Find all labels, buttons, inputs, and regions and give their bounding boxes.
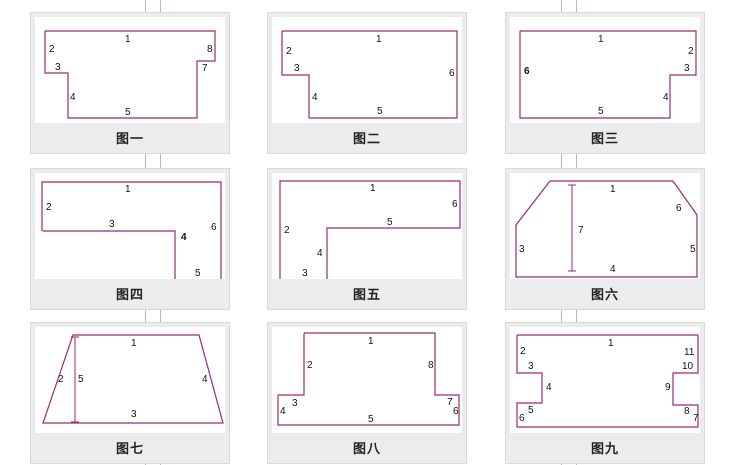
shape-outline bbox=[281, 30, 458, 119]
edge-label: 4 bbox=[663, 92, 669, 103]
edge-label: 4 bbox=[546, 382, 552, 393]
figure-card-4: 1 2 3 4 5 6 图四 bbox=[30, 168, 230, 310]
edge-label: 4 bbox=[280, 406, 286, 417]
edge-label: 4 bbox=[317, 248, 323, 259]
figure-card-9: 1 2 3 4 5 6 7 8 9 10 11 图九 bbox=[505, 322, 705, 464]
edge-label: 6 bbox=[453, 406, 459, 417]
edge-label: 7 bbox=[693, 413, 699, 424]
edge-label: 2 bbox=[688, 46, 694, 57]
figure-caption: 图五 bbox=[352, 287, 381, 302]
edge-label: 5 bbox=[195, 268, 201, 279]
edge-label: 3 bbox=[55, 62, 61, 73]
shape-outline bbox=[277, 332, 460, 426]
edge-label: 9 bbox=[665, 382, 671, 393]
edge-label: 4 bbox=[181, 232, 187, 243]
shape-outline bbox=[279, 180, 461, 279]
figure-drawing: 1 2 3 4 5 7 8 bbox=[35, 17, 225, 123]
figure-drawing: 1 2 3 4 5 6 7 8 9 10 11 bbox=[510, 327, 700, 433]
edge-label: 6 bbox=[676, 203, 682, 214]
edge-label: 2 bbox=[286, 46, 292, 57]
figure-caption: 图二 bbox=[352, 131, 381, 146]
edge-label: 10 bbox=[682, 361, 694, 372]
edge-label: 5 bbox=[528, 405, 534, 416]
figure-drawing: 1 2 3 4 5 6 bbox=[272, 173, 462, 279]
figure-drawing: 1 2 3 4 5 bbox=[35, 327, 225, 433]
figure-caption: 图四 bbox=[115, 287, 144, 302]
figure-caption: 图九 bbox=[590, 441, 619, 456]
edge-label: 6 bbox=[449, 68, 455, 79]
edge-label: 3 bbox=[684, 63, 690, 74]
edge-label: 7 bbox=[578, 225, 584, 236]
edge-label: 3 bbox=[302, 268, 308, 279]
figure-drawing: 1 2 3 4 5 6 bbox=[35, 173, 225, 279]
edge-label: 2 bbox=[58, 374, 64, 385]
edge-label: 4 bbox=[202, 374, 208, 385]
edge-label: 2 bbox=[307, 360, 313, 371]
figure-caption: 图七 bbox=[115, 441, 144, 456]
edge-label: 8 bbox=[684, 406, 690, 417]
edge-label: 1 bbox=[370, 183, 376, 194]
figure-card-8: 1 2 3 4 5 6 7 8 图八 bbox=[267, 322, 467, 464]
edge-label: 1 bbox=[125, 184, 131, 195]
edge-label: 2 bbox=[284, 225, 290, 236]
shape-outline bbox=[41, 181, 222, 279]
edge-label: 4 bbox=[312, 92, 318, 103]
edge-label: 5 bbox=[125, 107, 131, 118]
edge-label: 7 bbox=[447, 397, 453, 408]
shape-outline bbox=[515, 180, 698, 278]
figure-card-1: 1 2 3 4 5 7 8 图一 bbox=[30, 12, 230, 154]
edge-label: 7 bbox=[202, 63, 208, 74]
figure-card-5: 1 2 3 4 5 6 图五 bbox=[267, 168, 467, 310]
edge-label: 5 bbox=[690, 244, 696, 255]
edge-label: 6 bbox=[452, 199, 458, 210]
edge-label: 8 bbox=[207, 44, 213, 55]
figure-caption: 图八 bbox=[352, 441, 381, 456]
edge-label: 4 bbox=[610, 264, 616, 275]
edge-label: 1 bbox=[610, 184, 616, 195]
edge-label: 6 bbox=[524, 66, 530, 77]
figure-drawing: 1 3 4 5 6 7 bbox=[510, 173, 700, 279]
figure-card-6: 1 3 4 5 6 7 图六 bbox=[505, 168, 705, 310]
edge-label: 1 bbox=[376, 34, 382, 45]
edge-label: 2 bbox=[520, 346, 526, 357]
shape-outline bbox=[516, 334, 699, 428]
figure-caption: 图六 bbox=[590, 287, 619, 302]
edge-label: 2 bbox=[49, 44, 55, 55]
figure-drawing: 1 2 3 4 5 6 bbox=[272, 17, 462, 123]
edge-label: 2 bbox=[46, 202, 52, 213]
edge-label: 1 bbox=[598, 34, 604, 45]
edge-label: 1 bbox=[368, 336, 374, 347]
figure-card-7: 1 2 3 4 5 图七 bbox=[30, 322, 230, 464]
edge-label: 6 bbox=[519, 413, 525, 424]
shape-outline bbox=[42, 334, 224, 424]
shape-outline bbox=[519, 30, 697, 119]
edge-label: 3 bbox=[131, 409, 137, 420]
edge-label: 3 bbox=[292, 398, 298, 409]
edge-label: 3 bbox=[528, 361, 534, 372]
figure-drawing: 1 2 3 4 5 6 bbox=[510, 17, 700, 123]
edge-label: 1 bbox=[131, 338, 137, 349]
edge-label: 3 bbox=[519, 244, 525, 255]
figure-card-3: 1 2 3 4 5 6 图三 bbox=[505, 12, 705, 154]
edge-label: 5 bbox=[377, 106, 383, 117]
edge-label: 5 bbox=[387, 217, 393, 228]
figure-caption: 图一 bbox=[115, 131, 144, 146]
shape-outline bbox=[44, 30, 216, 119]
edge-label: 5 bbox=[78, 374, 84, 385]
edge-label: 1 bbox=[608, 338, 614, 349]
figure-caption: 图三 bbox=[590, 131, 619, 146]
edge-label: 11 bbox=[684, 347, 695, 358]
edge-label: 3 bbox=[294, 63, 300, 74]
edge-label: 5 bbox=[598, 106, 604, 117]
figure-card-2: 1 2 3 4 5 6 图二 bbox=[267, 12, 467, 154]
figure-drawing: 1 2 3 4 5 6 7 8 bbox=[272, 327, 462, 433]
edge-label: 3 bbox=[109, 219, 115, 230]
edge-label: 1 bbox=[125, 34, 131, 45]
edge-label: 4 bbox=[70, 92, 76, 103]
edge-label: 5 bbox=[368, 414, 374, 425]
edge-label: 6 bbox=[211, 222, 217, 233]
edge-label: 8 bbox=[428, 360, 434, 371]
